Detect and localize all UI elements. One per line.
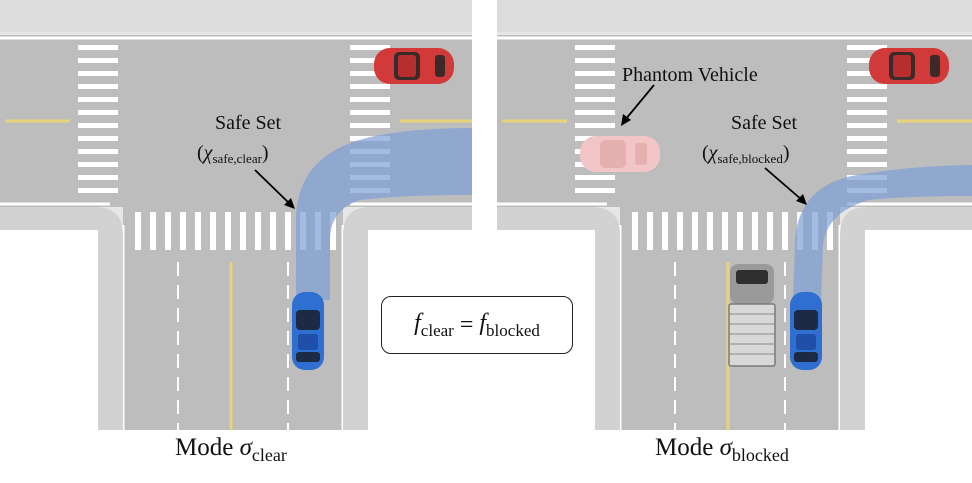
truck-icon (728, 264, 776, 367)
red-car-icon (869, 48, 949, 84)
safe-set-symbol-clear: (χsafe,clear) (197, 142, 269, 166)
safe-set-title-clear: Safe Set (215, 112, 282, 134)
equation-lhs: fclear (414, 309, 454, 340)
crosswalk-west (78, 45, 118, 193)
safe-set-blocked (793, 165, 972, 300)
scene-clear (0, 0, 472, 430)
top-sidewalk (0, 0, 472, 32)
red-car-icon (374, 48, 454, 84)
safe-set-symbol-blocked: (χsafe,blocked) (702, 142, 790, 166)
safe-set-title-blocked: Safe Set (731, 112, 798, 134)
caption-blocked: Mode σblocked (655, 434, 789, 465)
scene-blocked (497, 0, 972, 430)
caption-clear: Mode σclear (175, 434, 287, 465)
ego-car-icon (790, 292, 822, 370)
phantom-vehicle-label: Phantom Vehicle (622, 64, 758, 86)
equation-operator: = (459, 311, 474, 338)
ego-car-icon (292, 292, 324, 370)
equation-box: fclear = fblocked (381, 296, 573, 354)
phantom-car-icon (580, 136, 660, 172)
safe-set-clear (296, 128, 472, 300)
equation-rhs: fblocked (479, 309, 540, 340)
